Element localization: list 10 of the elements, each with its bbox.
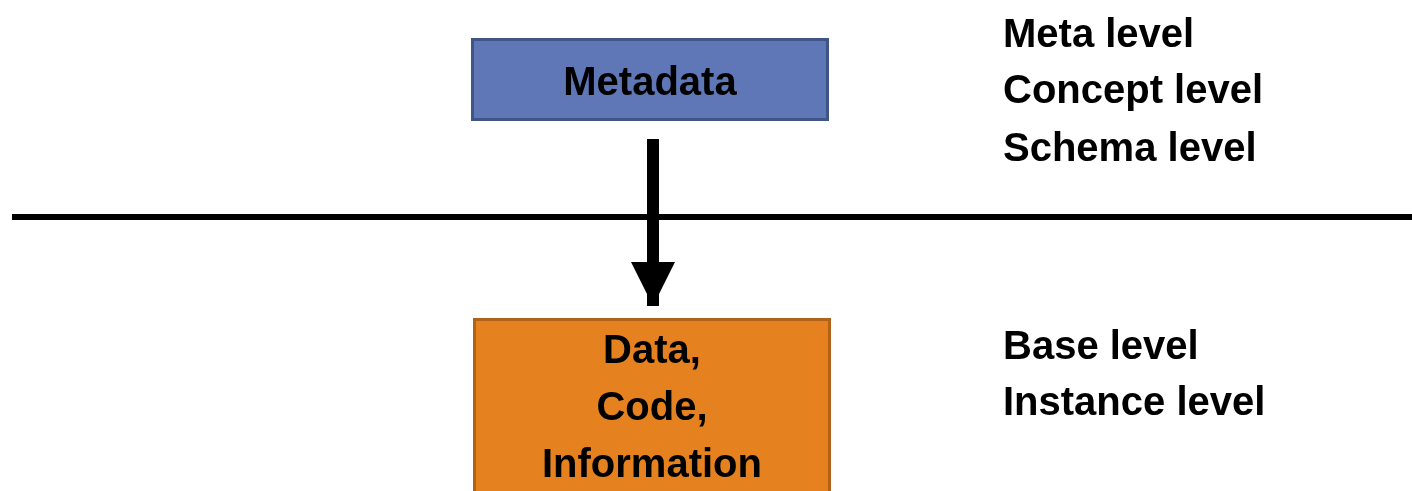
- process-box: [473, 318, 831, 491]
- level-label: Base level: [1003, 322, 1199, 368]
- level-label: Meta level: [1003, 10, 1195, 56]
- process-box: [471, 38, 829, 121]
- level-label: Concept level: [1003, 66, 1264, 112]
- box-label: Data, Code, Information: [542, 326, 762, 487]
- level-label: Schema level: [1003, 124, 1257, 170]
- box-label: Metadata: [562, 58, 738, 105]
- arrow: [631, 139, 675, 306]
- level-label: Instance level: [1003, 378, 1266, 424]
